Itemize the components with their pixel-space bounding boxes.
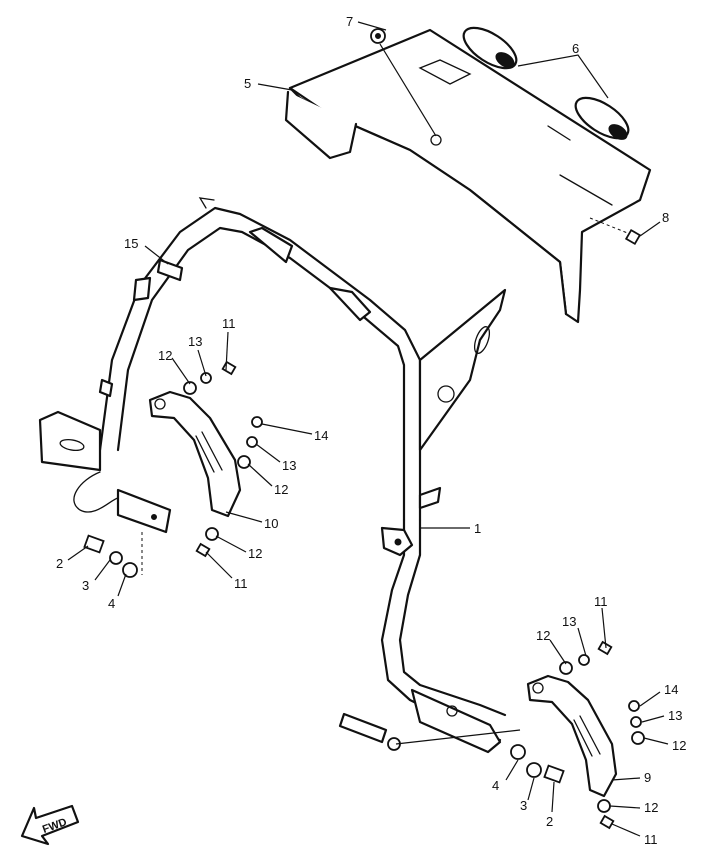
callout-6: 6 [572, 41, 579, 56]
callout-11-right-bottom: 11 [644, 832, 658, 847]
callout-10: 10 [264, 516, 278, 531]
callout-11-left-bottom: 11 [234, 576, 248, 591]
callout-11-right-top: 11 [594, 594, 608, 609]
forward-direction-arrow: FWD [20, 804, 80, 846]
callout-labels: 7 6 5 8 15 11 13 12 14 13 12 10 1 12 2 1… [56, 14, 686, 847]
callout-15: 15 [124, 236, 138, 251]
callout-3-right: 3 [520, 798, 527, 813]
callout-9: 9 [644, 770, 651, 785]
callout-13-left-top: 13 [188, 334, 202, 349]
step-plate-part-10 [148, 390, 242, 518]
left-fastener-group [83, 360, 263, 578]
callout-7: 7 [346, 14, 353, 29]
callout-11-left-top: 11 [222, 316, 236, 331]
clip-part-15 [156, 258, 184, 282]
right-fastener-group [338, 640, 645, 830]
callout-13-left: 13 [282, 458, 296, 473]
callout-13-right: 13 [668, 708, 682, 723]
callout-12-right: 12 [672, 738, 686, 753]
callout-12-right-bottom: 12 [644, 800, 658, 815]
callout-12-right-top: 12 [536, 628, 550, 643]
screw-part-8 [624, 228, 642, 246]
main-frame-part-1 [38, 197, 507, 754]
callout-5: 5 [244, 76, 251, 91]
callout-12-left-top: 12 [158, 348, 172, 363]
callout-1: 1 [474, 521, 481, 536]
leader-lines [67, 21, 669, 837]
callout-12-left: 12 [274, 482, 288, 497]
callout-4-right: 4 [492, 778, 499, 793]
callout-14-right: 14 [664, 682, 678, 697]
callout-8: 8 [662, 210, 669, 225]
callout-3-left: 3 [82, 578, 89, 593]
callout-13-right-top: 13 [562, 614, 576, 629]
step-plate-part-9 [526, 674, 618, 798]
callout-2-left: 2 [56, 556, 63, 571]
rubber-damper-part-6 [462, 26, 630, 140]
top-panel-part-5 [284, 28, 652, 324]
callout-4-left: 4 [108, 596, 115, 611]
callout-2-right: 2 [546, 814, 553, 829]
callout-12-left-bottom: 12 [248, 546, 262, 561]
nut-part-7 [370, 28, 386, 44]
callout-14-left: 14 [314, 428, 328, 443]
